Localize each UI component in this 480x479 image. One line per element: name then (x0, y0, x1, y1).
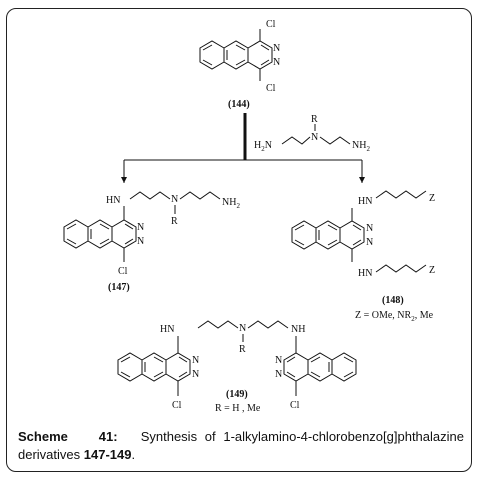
reagent-n-label: N (311, 132, 318, 143)
nh2-label-147: NH2 (222, 197, 240, 210)
structure-147 (63, 191, 221, 262)
chlorine-label-144-bottom: Cl (266, 83, 276, 94)
nitrogen-label-147-b: N (137, 236, 144, 247)
reagent-h2n-label: H2N (254, 140, 272, 153)
structure-144 (199, 29, 273, 81)
chlorine-label-147: Cl (118, 266, 128, 277)
chlorine-label-149-right: Cl (290, 400, 300, 411)
amine-n-label-147: N (171, 194, 178, 205)
r-definition: R = H , Me (215, 403, 261, 414)
z-definition: Z = OMe, NR2, Me (355, 310, 434, 323)
caption-end: . (131, 447, 136, 462)
reagent-nh2-label: NH2 (352, 140, 370, 153)
hn-label-147: HN (106, 195, 120, 206)
compound-label-149: (149) (226, 389, 248, 400)
r-label-147: R (171, 216, 178, 227)
nh-label-149: NH (291, 324, 305, 335)
figure-frame (6, 8, 472, 472)
z-label-148-bottom: Z (429, 265, 435, 276)
caption-compounds: 147-149 (83, 447, 132, 462)
nitrogen-label-149-d: N (275, 369, 282, 380)
nitrogen-label-147-a: N (137, 222, 144, 233)
amine-n-label-149: N (239, 323, 246, 334)
reagent-triamine (281, 124, 351, 145)
z-label-148-top: Z (429, 193, 435, 204)
hn-label-149: HN (160, 324, 174, 335)
nitrogen-label-149-c: N (275, 355, 282, 366)
nitrogen-label-148-b: N (366, 237, 373, 248)
compound-label-144: (144) (228, 99, 250, 110)
hn-label-148-bottom: HN (358, 268, 372, 279)
nitrogen-label-149-a: N (192, 355, 199, 366)
compound-label-148: (148) (382, 295, 404, 306)
chlorine-label-149-left: Cl (172, 400, 182, 411)
figure-caption: Scheme 41: Synthesis of 1-alkylamino-4-c… (18, 428, 464, 464)
caption-scheme-number: 41: (98, 429, 118, 444)
nitrogen-label-148-a: N (366, 223, 373, 234)
reaction-arrows (121, 113, 365, 183)
nitrogen-label-149-b: N (192, 369, 199, 380)
compound-label-147: (147) (108, 282, 130, 293)
caption-scheme-word: Scheme (18, 429, 68, 444)
hn-label-148-top: HN (358, 196, 372, 207)
caption-text: Synthesis of 1-alkylamino-4-chlorobenzo[… (18, 429, 464, 462)
chlorine-label-144-top: Cl (266, 19, 276, 30)
r-label-149: R (239, 344, 246, 355)
structure-149 (117, 320, 357, 396)
reagent-r-label: R (311, 114, 318, 125)
structure-148 (291, 190, 427, 273)
nitrogen-label-144-b: N (273, 57, 280, 68)
nitrogen-label-144-a: N (273, 43, 280, 54)
